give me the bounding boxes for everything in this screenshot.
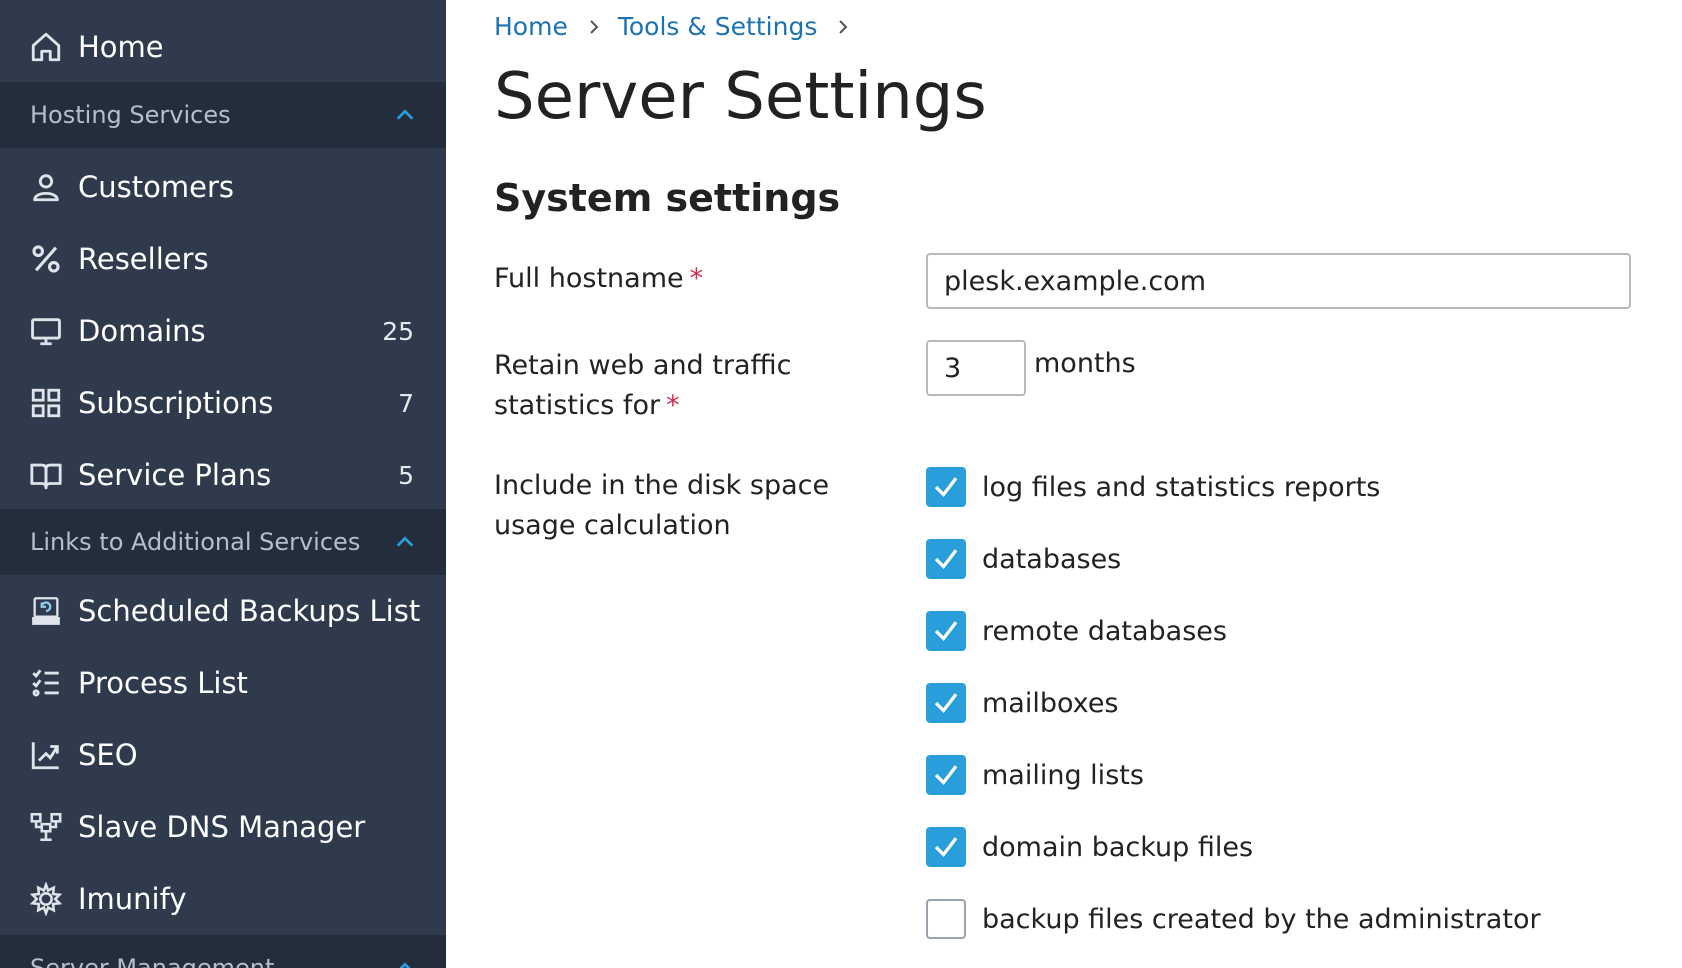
checkbox-control[interactable] (926, 683, 966, 723)
retain-label-line2-wrap: statistics for* (494, 386, 791, 426)
sidebar-item-service-plans[interactable]: Service Plans 5 (0, 439, 446, 511)
sidebar-item-label: Customers (78, 170, 234, 204)
months-unit-label: months (1034, 348, 1136, 379)
checkbox-control[interactable] (926, 467, 966, 507)
chevron-right-icon (839, 19, 848, 34)
section-server-management[interactable]: Server Management (0, 935, 446, 968)
checkbox-mailing-lists[interactable]: mailing lists (926, 753, 1144, 797)
user-icon (28, 169, 64, 205)
retain-label-line2: statistics for (494, 390, 661, 421)
checkbox-control[interactable] (926, 827, 966, 867)
chevron-up-icon (396, 536, 414, 547)
retain-label-line1: Retain web and traffic (494, 350, 792, 381)
chevron-up-icon (396, 109, 414, 120)
checkbox-control[interactable] (926, 611, 966, 651)
disk-label-line1: Include in the disk space (494, 470, 830, 501)
checkbox-label: mailboxes (982, 687, 1119, 719)
checkbox-mailboxes[interactable]: mailboxes (926, 681, 1119, 725)
disk-usage-label: Include in the disk space usage calculat… (494, 466, 829, 546)
sidebar-item-home[interactable]: Home (0, 11, 446, 83)
sidebar-item-label: Service Plans (78, 458, 272, 492)
page-title: Server Settings (494, 60, 987, 134)
book-icon (28, 457, 64, 493)
section-label: Server Management (30, 954, 275, 968)
required-mark: * (689, 263, 704, 294)
section-title: System settings (494, 176, 841, 220)
checkbox-domain-backup-files[interactable]: domain backup files (926, 825, 1253, 869)
retain-label: Retain web and traffic statistics for* (494, 346, 791, 426)
sidebar-item-scheduled-backups[interactable]: Scheduled Backups List (0, 575, 446, 647)
disk-label-line2: usage calculation (494, 510, 731, 541)
checkbox-label: remote databases (982, 615, 1227, 647)
item-count: 7 (398, 388, 414, 418)
section-label: Links to Additional Services (30, 528, 361, 556)
section-hosting-services[interactable]: Hosting Services (0, 82, 446, 148)
checkbox-control[interactable] (926, 755, 966, 795)
breadcrumb-tools-settings-link[interactable]: Tools & Settings (617, 12, 818, 41)
monitor-icon (28, 313, 64, 349)
sidebar-item-process-list[interactable]: Process List (0, 647, 446, 719)
sidebar-item-label: Process List (78, 666, 248, 700)
checkbox-admin-backup-files[interactable]: backup files created by the administrato… (926, 897, 1541, 941)
sidebar-item-subscriptions[interactable]: Subscriptions 7 (0, 367, 446, 439)
sidebar-item-resellers[interactable]: Resellers (0, 223, 446, 295)
sidebar-item-label: SEO (78, 738, 138, 772)
checkbox-control[interactable] (926, 899, 966, 939)
section-links-additional-services[interactable]: Links to Additional Services (0, 509, 446, 575)
grid-icon (28, 385, 64, 421)
sidebar-item-label: Resellers (78, 242, 209, 276)
chevron-up-icon (399, 962, 411, 968)
checklist-icon (28, 665, 64, 701)
checkbox-label: log files and statistics reports (982, 471, 1381, 503)
sidebar-item-label: Domains (78, 314, 206, 348)
sidebar-item-label: Home (78, 30, 164, 64)
breadcrumb: Home Tools & Settings (494, 12, 867, 41)
sidebar-item-label: Subscriptions (78, 386, 274, 420)
checkbox-remote-databases[interactable]: remote databases (926, 609, 1227, 653)
sidebar-item-slave-dns[interactable]: Slave DNS Manager (0, 791, 446, 863)
item-count: 25 (382, 316, 414, 346)
sidebar-item-label: Scheduled Backups List (78, 594, 421, 628)
sidebar-item-label: Imunify (78, 882, 187, 916)
sidebar: Home Hosting Services Customers Reseller… (0, 0, 446, 968)
breadcrumb-home-link[interactable]: Home (494, 12, 568, 41)
item-count: 5 (398, 460, 414, 490)
imunify-gear-icon (28, 881, 64, 917)
checkbox-label: backup files created by the administrato… (982, 903, 1541, 935)
checkbox-label: databases (982, 543, 1122, 575)
sidebar-item-domains[interactable]: Domains 25 (0, 295, 446, 367)
backup-drive-icon (28, 593, 64, 629)
home-icon (28, 29, 64, 65)
sidebar-item-seo[interactable]: SEO (0, 719, 446, 791)
section-label: Hosting Services (30, 101, 231, 129)
main-content: Home Tools & Settings Server Settings Sy… (446, 0, 1682, 968)
chevron-right-icon (590, 19, 599, 34)
hostname-input[interactable] (926, 253, 1631, 309)
dns-network-icon (28, 809, 64, 845)
sidebar-item-label: Slave DNS Manager (78, 810, 366, 844)
checkbox-label: mailing lists (982, 759, 1144, 791)
sidebar-item-customers[interactable]: Customers (0, 151, 446, 223)
percent-icon (28, 241, 64, 277)
sidebar-item-imunify[interactable]: Imunify (0, 863, 446, 935)
required-mark: * (666, 390, 680, 421)
retain-months-input[interactable] (926, 340, 1026, 396)
checkbox-label: domain backup files (982, 831, 1254, 863)
hostname-label-text: Full hostname (494, 263, 684, 294)
chart-up-icon (28, 737, 64, 773)
checkbox-control[interactable] (926, 539, 966, 579)
hostname-label: Full hostname* (494, 259, 703, 299)
checkbox-databases[interactable]: databases (926, 537, 1121, 581)
checkbox-log-files[interactable]: log files and statistics reports (926, 465, 1380, 509)
